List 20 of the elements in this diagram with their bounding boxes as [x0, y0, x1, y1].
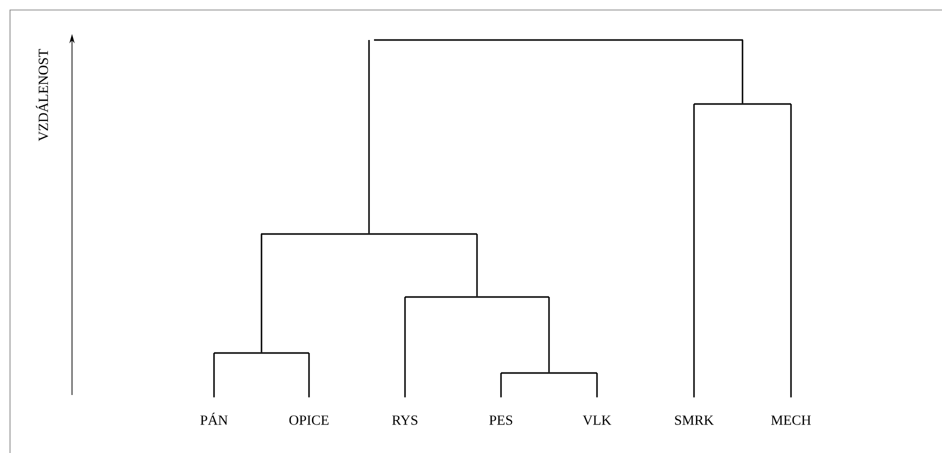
tree-branch [548, 297, 550, 372]
axis-label: VZDÁLENOST [36, 48, 48, 142]
tree-branch [404, 297, 406, 398]
leaf-label: PES [489, 415, 512, 425]
tree-branch [500, 373, 502, 398]
tree-branch [368, 40, 370, 234]
leaf-label: OPICE [289, 415, 329, 425]
tree-branch [742, 40, 744, 104]
tree-branch [213, 353, 215, 398]
tree-branch [693, 104, 695, 398]
tree-branch [596, 373, 598, 398]
tree-branch [260, 234, 262, 352]
leaf-label: MECH [771, 415, 811, 425]
leaf-label: SMRK [675, 415, 714, 425]
leaf-label: VLK [582, 416, 612, 425]
tree-branch [308, 353, 310, 398]
tree-branch [476, 234, 478, 296]
leaf-label: PÁN [200, 412, 228, 425]
tree-branch [790, 104, 792, 398]
leaf-label: RYS [392, 415, 418, 425]
